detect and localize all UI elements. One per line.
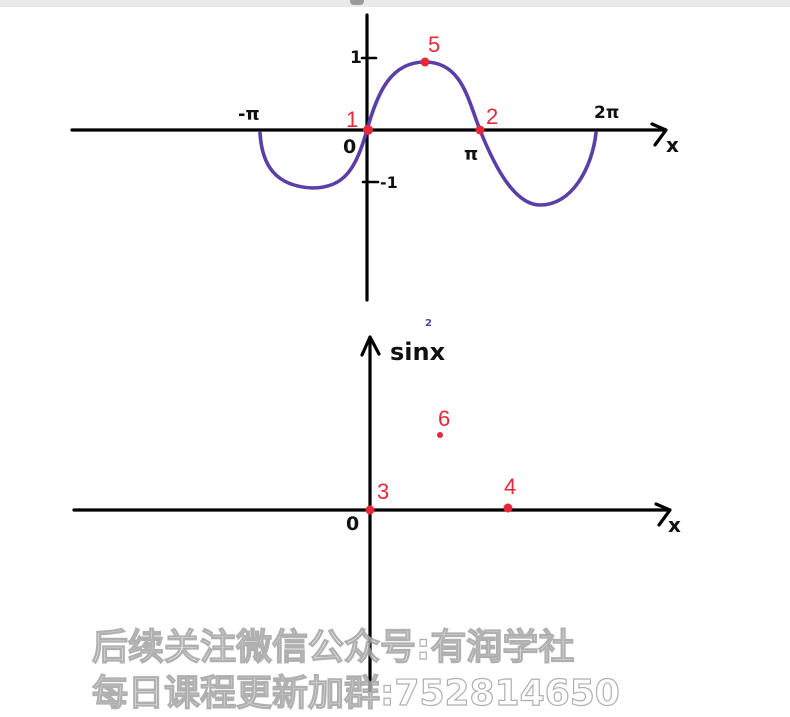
label-neg-pi: -π: [238, 104, 260, 125]
bottom-y-arrowhead: [360, 335, 381, 357]
label-bottom-origin: 0: [346, 513, 359, 535]
point-1: [363, 125, 373, 135]
top-x-arrowhead: [650, 122, 668, 147]
point-label-3: 3: [377, 479, 389, 504]
label-top-origin: 0: [343, 136, 356, 158]
point-5: [420, 57, 430, 67]
window-top-bar: [0, 0, 790, 7]
bottom-graph: sinx 2 0 x 3 4 6: [72, 318, 681, 692]
label-pi: π: [464, 144, 478, 165]
point-label-6: 6: [438, 406, 450, 431]
whiteboard-canvas: -π 2π π 0 1 -1 x 1 2 5 sinx 2 0 x 3 4 6: [70, 13, 681, 692]
point-label-1: 1: [346, 107, 358, 132]
point-4: [503, 503, 513, 513]
point-label-2: 2: [486, 104, 498, 129]
point-2: [475, 125, 485, 135]
label-y-exponent: 2: [425, 318, 432, 329]
point-6: [437, 432, 443, 438]
label-one: 1: [350, 48, 362, 68]
label-top-x: x: [666, 133, 679, 157]
label-bottom-x: x: [668, 513, 681, 537]
point-label-4: 4: [504, 474, 516, 499]
drag-handle[interactable]: [350, 0, 364, 5]
bottom-x-arrowhead: [654, 502, 672, 527]
sine-curve: [258, 60, 598, 207]
top-graph: -π 2π π 0 1 -1 x 1 2 5: [70, 13, 679, 302]
label-y-sinx: sinx: [390, 338, 446, 366]
label-neg-one: -1: [380, 173, 398, 192]
label-two-pi: 2π: [594, 103, 619, 123]
point-3: [365, 505, 375, 515]
point-label-5: 5: [428, 32, 440, 57]
